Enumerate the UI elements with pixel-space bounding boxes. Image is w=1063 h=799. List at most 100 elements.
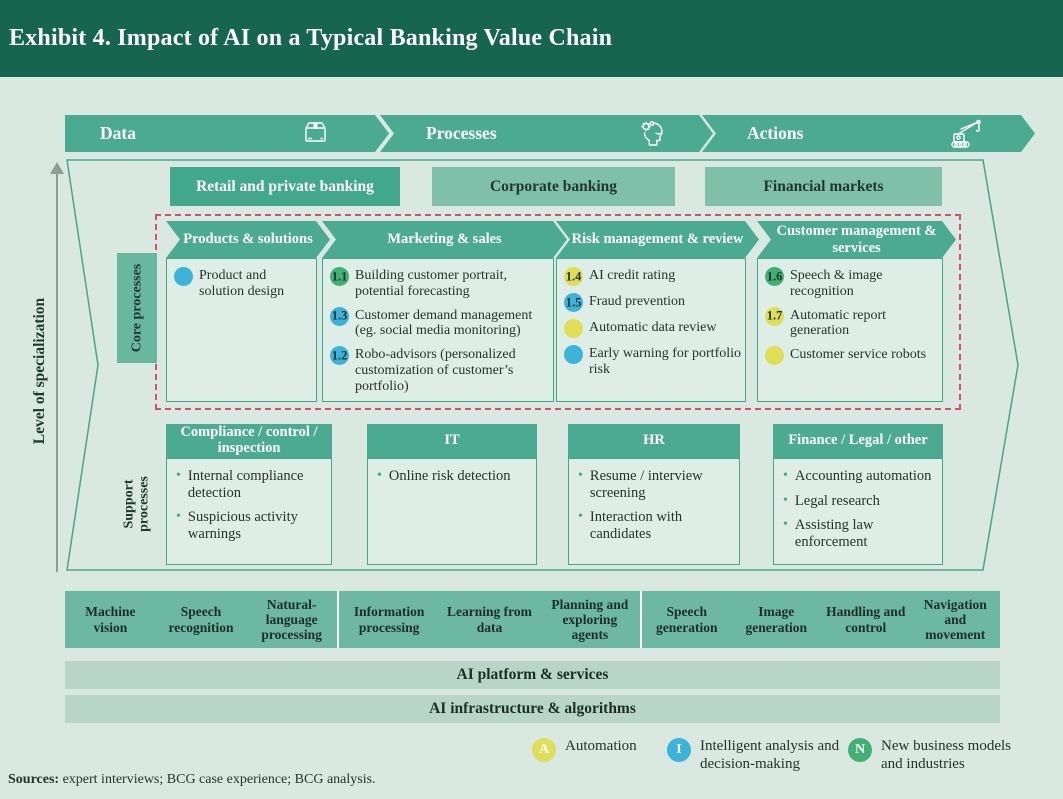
list-item: 1.1 Building customer portrait, potentia… [330,267,549,300]
support-processes-label: Support processes [121,476,152,532]
capability-group-perception: Machine vision Speech recognition Natura… [65,591,337,648]
value-chain-container-outline [66,159,1019,571]
list-item: 1.2 Robo-advisors (personalized customiz… [330,346,549,394]
specialization-axis-line [56,173,58,572]
list-item: 1.4 AI credit rating [564,267,741,286]
list-item: 1.5 Fraud prevention [564,293,741,312]
specialization-axis-arrowhead [50,162,64,174]
automation-legend-icon: A [532,738,556,762]
support-header-hr: HR [568,424,740,458]
badge-number: 1.3 [331,308,348,323]
list-item: 1.6 Speech & image recognition [765,267,938,300]
list-item: • Accounting automation [780,468,938,485]
capability-item: Image generation [745,604,808,635]
capability-item: Learning from data [447,604,532,635]
support-panel-it: • Online risk detection [367,458,537,565]
bullet-dot: • [176,509,181,525]
impact-badge: 1.4 [564,267,583,286]
ai-infrastructure-bar: AI infrastructure & algorithms [65,695,1000,723]
badge-number: 1.5 [565,295,582,309]
core-header-customer-management: Customer management & services [757,221,956,258]
capability-divider [640,591,642,648]
crane-icon [945,117,987,155]
bullet-dot: • [377,468,382,483]
support-panel-compliance: •Internal compliance detection •Suspicio… [166,458,332,565]
badge-number: 1.7 [766,308,783,323]
impact-badge: 1.5 [564,293,583,312]
core-panel-products-solutions: Product and solution design [166,258,317,402]
flow-step-label: Data [100,123,136,143]
item-text: Online risk detection [388,468,511,484]
legend-entry-new-business: N New business models and industries [848,738,1036,773]
legend-label: Intelligent analysis and decision-making [700,738,840,772]
segment-retail-private-banking: Retail and private banking [170,167,400,206]
item-text: Automatic report generation [790,307,887,339]
impact-badge [564,319,583,338]
ai-capabilities-band: Machine vision Speech recognition Natura… [65,591,1000,648]
capability-item: Machine vision [85,604,136,635]
support-header-it: IT [367,424,537,458]
item-text: Resume / interview screening [589,468,703,501]
list-item: Early warning for portfolio risk [564,345,741,378]
legend-label: Automation [565,738,637,754]
item-text: AI credit rating [589,268,676,283]
bullet-dot: • [176,468,181,483]
impact-badge [765,346,784,366]
item-text: Accounting automation [794,468,932,484]
sources-text: expert interviews; BCG case experience; … [59,772,376,787]
capability-item: Natural-language processing [261,596,322,643]
core-header-marketing-sales: Marketing & sales [322,221,567,258]
core-panel-risk-management: 1.4 AI credit rating 1.5 Fraud preventio… [556,258,746,402]
list-item: Automatic data review [564,319,741,338]
list-item: •Resume / interview screening [575,468,735,501]
sources-label: Sources: [8,772,60,787]
impact-badge [174,267,193,286]
capability-item: Speech recognition [168,604,234,635]
capability-item: Planning and exploring agents [551,596,629,643]
badge-number: 1.1 [331,269,348,283]
capability-item: Handling and control [826,604,906,635]
legend-letter: A [538,742,550,757]
item-text: Assisting law enforcement [794,517,874,551]
flow-step-data: Data [65,115,389,152]
capability-group-cognition: Information processing Learning from dat… [339,591,640,648]
impact-badge: 1.7 [765,306,784,326]
support-header-compliance: Compliance / control / inspection [166,424,332,458]
title-band: Exhibit 4. Impact of AI on a Typical Ban… [0,0,1063,77]
capability-item: Speech generation [656,604,718,635]
item-text: Customer service robots [790,347,927,363]
item-text: Legal research [794,492,880,509]
flow-step-processes: Processes [380,115,713,152]
list-item: Customer service robots [765,346,938,366]
bullet-dot: • [578,509,583,525]
item-text: Customer demand management (eg. social m… [355,307,533,339]
capability-item: Navigation and movement [923,596,987,643]
flow-step-actions: Actions [702,115,1035,152]
impact-badge: 1.3 [330,306,349,326]
capability-divider [337,591,339,648]
legend-letter: I [676,742,682,757]
package-box-icon [299,117,332,155]
capability-group-action: Speech generation Image generation Handl… [642,591,1000,648]
item-text: Interaction with candidates [589,509,683,543]
impact-badge: 1.2 [330,346,349,366]
item-text: Fraud prevention [589,294,686,309]
bullet-dot: • [783,468,788,483]
list-item: • Interaction with candidates [575,509,735,542]
bullet-dot: • [783,517,788,533]
page-title: Exhibit 4. Impact of AI on a Typical Ban… [9,25,613,51]
ai-platform-bar: AI platform & services [65,661,1000,689]
core-panel-customer-management: 1.6 Speech & image recognition 1.7 Autom… [757,258,943,402]
legend-entry-intelligent-analysis: I Intelligent analysis and decision-maki… [667,738,842,773]
item-text: Automatic data review [589,320,717,335]
list-item: •Internal compliance detection [173,468,327,501]
item-text: Early warning for portfolio risk [589,346,742,377]
head-gears-icon [635,117,669,156]
capability-item: Information processing [353,604,425,635]
core-header-products-solutions: Products & solutions [166,221,330,258]
legend-letter: N [854,742,866,757]
legend-label: New business models and industries [881,738,1011,772]
list-item: •Suspicious activity warnings [173,509,327,542]
core-processes-label-block [117,253,157,363]
